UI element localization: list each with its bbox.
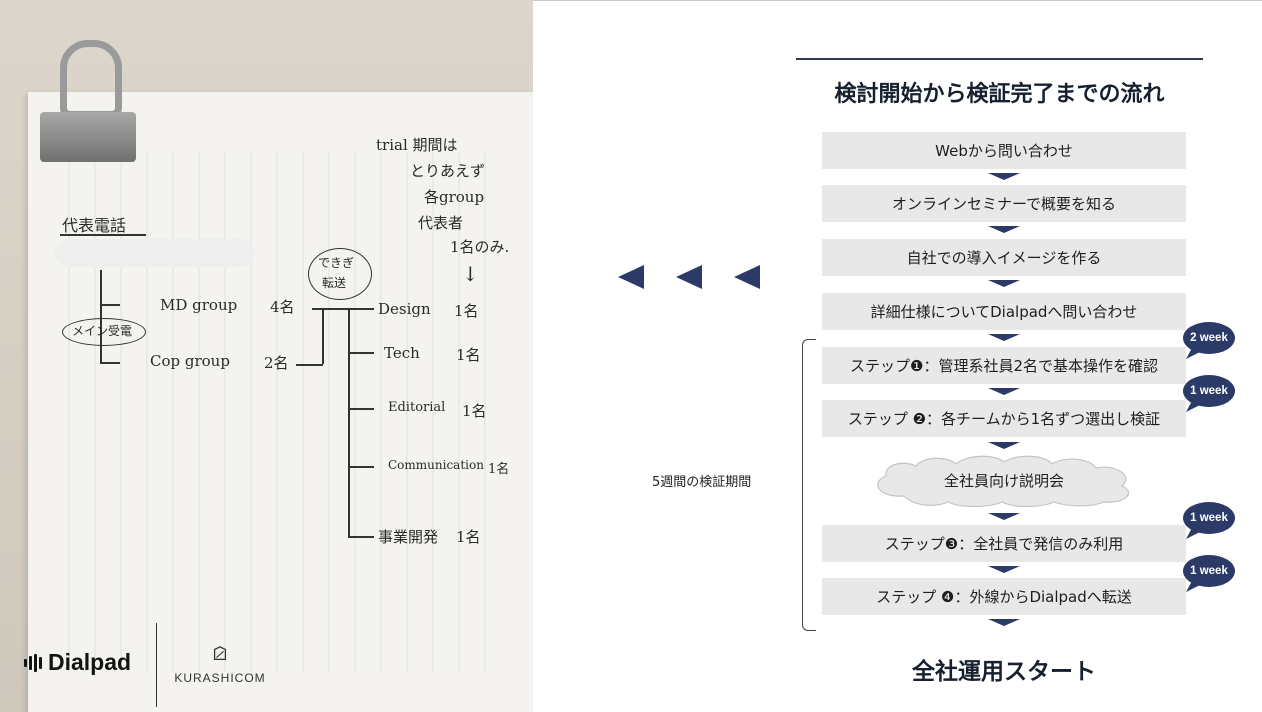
step-online-seminar: オンラインセミナーで概要を知る	[822, 185, 1186, 222]
heading-daihyou: 代表電話	[62, 216, 127, 235]
binder-clip	[40, 112, 136, 162]
team-name: 事業開発	[378, 528, 439, 546]
duration-badge: 1 week	[1182, 502, 1236, 540]
flow-title: 検討開始から検証完了までの流れ	[834, 82, 1165, 107]
main-line-label: メイン受電	[72, 324, 133, 338]
dialpad-wordmark: Dialpad	[48, 649, 132, 675]
cop-group-label: Cop group	[150, 352, 230, 370]
step-briefing: 全社員向け説明会	[943, 471, 1064, 490]
verification-period-label: 5週間の検証期間	[652, 475, 752, 490]
company-wide-start: 全社運用スタート	[912, 659, 1096, 685]
step-internal-image: 自社での導入イメージを作る	[822, 239, 1186, 276]
team-name: Tech	[384, 344, 420, 362]
team-count: 1名	[462, 402, 487, 420]
handwritten-sheet	[28, 92, 533, 712]
speech-bubble-icon	[1183, 502, 1235, 539]
kurashicom-mark-icon	[213, 646, 227, 661]
verification-period-bracket	[802, 339, 816, 631]
team-count: 1名	[456, 528, 481, 546]
duration-badge: 1 week	[1182, 375, 1236, 413]
binder-clip-ring	[60, 40, 122, 118]
partner-logos: Dialpad KURASHICOM	[0, 615, 533, 712]
flow-arrow-icon	[988, 566, 1020, 573]
speech-bubble-icon	[1183, 322, 1235, 359]
cop-group-count: 2名	[264, 354, 289, 372]
flow-arrow-icon	[988, 442, 1020, 449]
md-group-label: MD group	[160, 296, 238, 314]
duration-badge: 1 week	[1182, 555, 1236, 593]
flow-arrow-icon	[988, 619, 1020, 626]
step-2: ステップ ❷：各チームから1名ずつ選出し検証	[822, 400, 1186, 437]
flow-arrow-icon	[988, 513, 1020, 520]
redacted-phone-number	[55, 239, 255, 267]
md-group-count: 4名	[270, 298, 295, 316]
flow-arrow-icon	[988, 388, 1020, 395]
kurashicom-logo: KURASHICOM	[172, 645, 268, 685]
left-arrows-icon	[618, 265, 760, 289]
note-line: とりあえず	[410, 162, 486, 180]
speech-bubble-icon	[1183, 555, 1235, 592]
whiteboard-photo: trial 期間は とりあえず 各group 代表者 1名のみ. ↓ 代表電話 …	[0, 0, 533, 712]
cloud-icon	[877, 455, 1129, 508]
team-count: 1名	[456, 346, 481, 364]
bubble-line: できぎ	[318, 256, 355, 270]
flow-arrow-icon	[988, 334, 1020, 341]
step-web-inquiry: Webから問い合わせ	[822, 132, 1186, 169]
bubble-line: 転送	[322, 276, 347, 290]
step-detail-inquiry: 詳細仕様についてDialpadへ問い合わせ	[822, 293, 1186, 330]
step-4: ステップ ❹：外線からDialpadへ転送	[822, 578, 1186, 615]
duration-badge: 2 week	[1182, 322, 1236, 360]
team-name: Editorial	[388, 400, 446, 415]
dialpad-logo: Dialpad	[24, 649, 131, 676]
team-count: 1名	[454, 302, 479, 320]
speech-bubble-icon	[1183, 375, 1235, 412]
down-arrow-icon: ↓	[462, 262, 479, 286]
team-name: Communication	[388, 458, 484, 472]
flow-arrow-icon	[988, 226, 1020, 233]
dialpad-bars-icon	[24, 653, 42, 672]
kurashicom-wordmark: KURASHICOM	[174, 671, 266, 685]
note-line: trial 期間は	[376, 136, 458, 154]
note-line: 代表者	[418, 214, 464, 232]
step-3: ステップ❸：全社員で発信のみ利用	[822, 525, 1186, 562]
title-rule	[796, 58, 1203, 60]
flow-arrow-icon	[988, 280, 1020, 287]
team-count: 1名	[488, 462, 510, 477]
team-name: Design	[378, 300, 431, 318]
note-line: 1名のみ.	[450, 238, 510, 256]
step-1: ステップ❶：管理系社員2名で基本操作を確認	[822, 347, 1186, 384]
note-line: 各group	[424, 188, 485, 206]
briefing-cloud: 全社員向け説明会	[864, 452, 1144, 508]
flow-arrow-icon	[988, 173, 1020, 180]
